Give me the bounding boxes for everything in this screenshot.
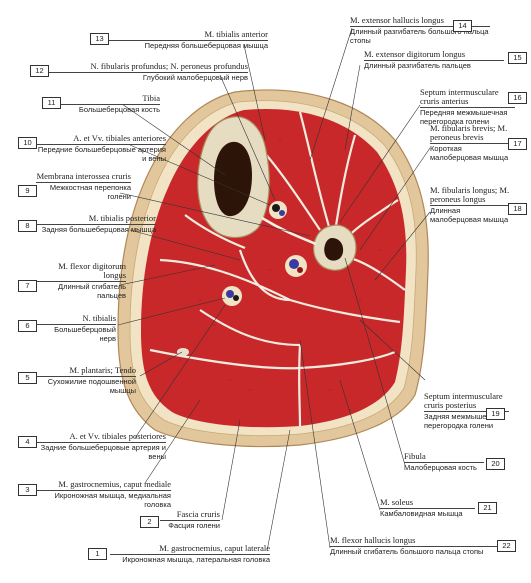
label-18-number: 18 (508, 203, 527, 215)
label-5-number: 5 (18, 372, 37, 384)
label-14-russian: Длинный разгибатель большого пальца стоп… (350, 27, 489, 45)
label-16-latin: Septum intermusculare cruris anterius (420, 88, 515, 108)
label-9-latin: Membrana interossea cruris (36, 171, 131, 183)
label-12: N. fibularis profundus; N. peroneus prof… (48, 62, 248, 82)
label-7: M. flexor digitorum longus Длинный сгиба… (36, 262, 126, 300)
label-18-latin: M. fibularis longus; M. peroneus longus (430, 185, 510, 206)
label-8-number: 8 (18, 220, 37, 232)
label-15-number: 15 (508, 52, 527, 64)
label-3-russian: Икроножная мышца, медиальная головка (54, 491, 171, 509)
label-2-russian: Фасция голени (168, 521, 220, 530)
label-10: A. et Vv. tibiales anteriores Передние б… (36, 134, 166, 163)
label-1-russian: Икроножная мышца, латеральная головка (122, 555, 270, 564)
label-11-russian: Большеберцовая кость (78, 105, 160, 114)
interosseous-membrane (261, 216, 317, 246)
label-6-number: 6 (18, 320, 37, 332)
label-17-number: 17 (508, 138, 527, 150)
label-2-number: 2 (140, 516, 159, 528)
label-15: M. extensor digitorum longus Длинный раз… (364, 50, 504, 70)
label-18-russian: Длинная малоберцовая мышца (430, 206, 509, 224)
label-7-russian: Длинный сгибатель пальцев (58, 282, 126, 300)
label-8-russian: Задняя большеберцовая мышца (41, 225, 156, 234)
label-6-latin: N. tibialis (36, 314, 116, 325)
label-17: M. fibularis brevis; M. peroneus brevis … (430, 124, 510, 162)
label-16: Septum intermusculare cruris anterius Пе… (420, 88, 515, 126)
label-13: M. tibialis anterior Передняя большеберц… (108, 30, 268, 50)
label-20: Fibula Малоберцовая кость (404, 452, 484, 472)
label-1-latin: M. gastrocnemius, caput laterale (110, 544, 270, 555)
label-15-latin: M. extensor digitorum longus (364, 50, 504, 61)
label-13-latin: M. tibialis anterior (108, 30, 268, 41)
label-2: Fascia cruris Фасция голени (160, 510, 220, 530)
label-11: Tibia Большеберцовая кость (60, 94, 160, 114)
label-8-latin: M. tibialis posterior (36, 214, 156, 225)
tibia-marrow (214, 141, 252, 217)
label-21-latin: M. soleus (380, 498, 475, 509)
label-22-latin: M. flexor hallucis longus (330, 536, 500, 547)
label-8: M. tibialis posterior Задняя большеберцо… (36, 214, 156, 234)
label-19: Septum intermusculare cruris posterius З… (424, 392, 509, 430)
label-10-russian: Передние большеберцовые артерия и вены (37, 145, 166, 163)
label-19-number: 19 (486, 408, 505, 420)
label-10-number: 10 (18, 137, 37, 149)
label-1: M. gastrocnemius, caput laterale Икронож… (110, 544, 270, 564)
label-13-russian: Передняя большеберцовая мышца (144, 41, 268, 50)
label-16-russian: Передняя межмышечная перегородка голени (420, 108, 508, 126)
leader-lines (117, 27, 431, 552)
label-1-number: 1 (88, 548, 107, 560)
label-4-russian: Задние большеберцовые артерия и вены (40, 443, 166, 461)
label-17-russian: Короткая малоберцовая мышца (430, 144, 509, 162)
label-6-russian: Большеберцовый нерв (54, 325, 116, 343)
label-21-number: 21 (478, 502, 497, 514)
label-6: N. tibialis Большеберцовый нерв (36, 314, 116, 343)
label-17-latin: M. fibularis brevis; M. peroneus brevis (430, 124, 510, 144)
label-22-russian: Длинный сгибатель большого пальца стопы (330, 547, 484, 556)
posterior-tibial-vessels (222, 286, 242, 306)
label-7-latin: M. flexor digitorum longus (36, 262, 126, 282)
label-19-russian: Задняя межмышечная перегородка голени (424, 412, 503, 430)
label-12-russian: Глубокий малоберцовый нерв (142, 73, 248, 82)
label-5-russian: Сухожилие подошвенной мышцы (47, 377, 136, 395)
label-3: M. gastrocnemius, caput mediale Икроножн… (36, 480, 171, 509)
label-20-number: 20 (486, 458, 505, 470)
label-21: M. soleus Камбаловидная мышца (380, 498, 475, 518)
label-9-russian: Межкостная перепонка голени (49, 183, 131, 201)
label-18: M. fibularis longus; M. peroneus longus … (430, 186, 510, 224)
label-4-latin: A. et Vv. tibiales posteriores (36, 432, 166, 443)
label-14-latin: M. extensor hallucis longus (350, 16, 490, 27)
label-10-latin: A. et Vv. tibiales anteriores (36, 134, 166, 145)
label-20-russian: Малоберцовая кость (404, 463, 477, 472)
label-4: A. et Vv. tibiales posteriores Задние бо… (36, 432, 166, 461)
muscle-texture (179, 139, 381, 411)
label-14-number: 14 (453, 20, 472, 32)
plantaris-tendon (177, 348, 189, 356)
label-5: M. plantaris; Tendo Сухожилие подошвенно… (36, 366, 136, 395)
label-5-latin: M. plantaris; Tendo (36, 366, 136, 377)
label-14: M. extensor hallucis longus Длинный разг… (350, 16, 490, 45)
label-13-number: 13 (90, 33, 109, 45)
label-19-latin: Septum intermusculare cruris posterius (424, 392, 509, 412)
label-20-latin: Fibula (404, 452, 484, 463)
label-3-latin: M. gastrocnemius, caput mediale (36, 480, 171, 491)
label-21-russian: Камбаловидная мышца (380, 509, 463, 518)
label-9: Membrana interossea cruris Межкостная пе… (36, 172, 131, 201)
label-9-number: 9 (18, 185, 37, 197)
label-7-number: 7 (18, 280, 37, 292)
anterior-tibial-vessels (269, 201, 287, 219)
fibula-marrow (324, 238, 344, 261)
label-3-number: 3 (18, 484, 37, 496)
label-11-number: 11 (42, 97, 61, 109)
label-15-russian: Длинный разгибатель пальцев (364, 61, 471, 70)
label-2-latin: Fascia cruris (160, 510, 220, 521)
label-16-number: 16 (508, 92, 527, 104)
peroneal-vessels (285, 255, 307, 277)
label-12-latin: N. fibularis profundus; N. peroneus prof… (48, 62, 248, 73)
label-4-number: 4 (18, 436, 37, 448)
label-22: M. flexor hallucis longus Длинный сгибат… (330, 536, 500, 556)
label-22-number: 22 (497, 540, 516, 552)
label-11-latin: Tibia (60, 94, 160, 105)
label-12-number: 12 (30, 65, 49, 77)
